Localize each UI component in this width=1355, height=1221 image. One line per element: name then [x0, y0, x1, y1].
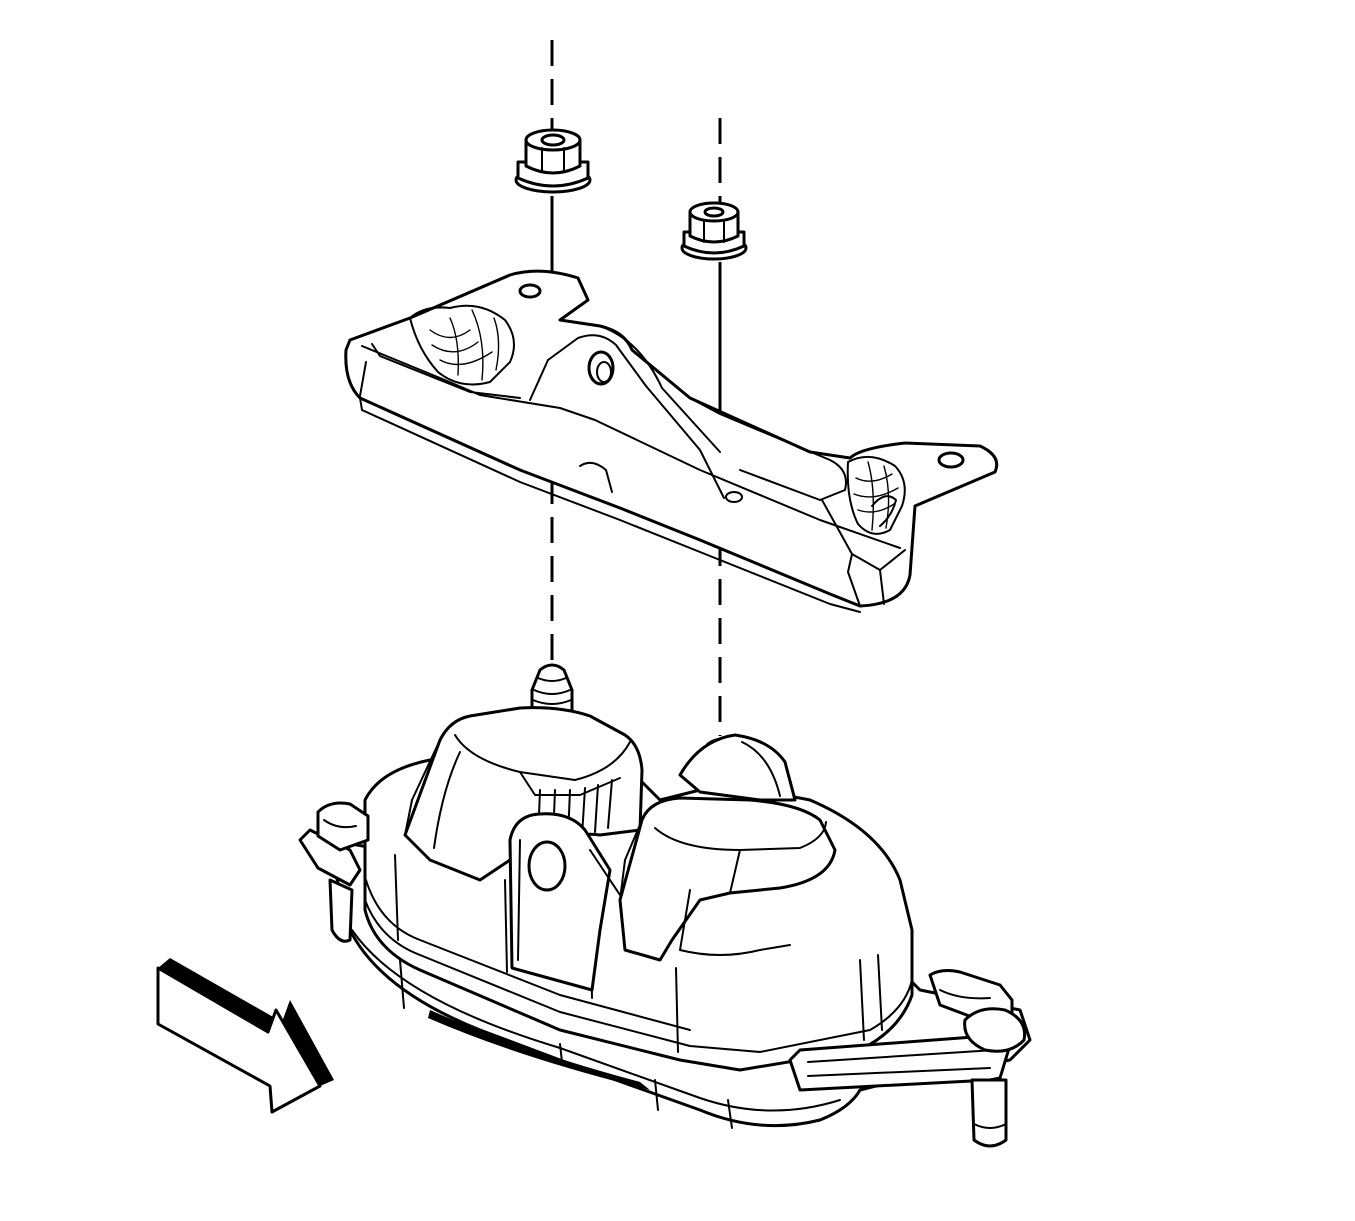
engine-mount: [298, 706, 1032, 1148]
mount-bracket: [344, 269, 999, 613]
forward-arrow: [156, 958, 334, 1114]
left-nut: [514, 128, 592, 194]
right-nut: [680, 201, 748, 261]
